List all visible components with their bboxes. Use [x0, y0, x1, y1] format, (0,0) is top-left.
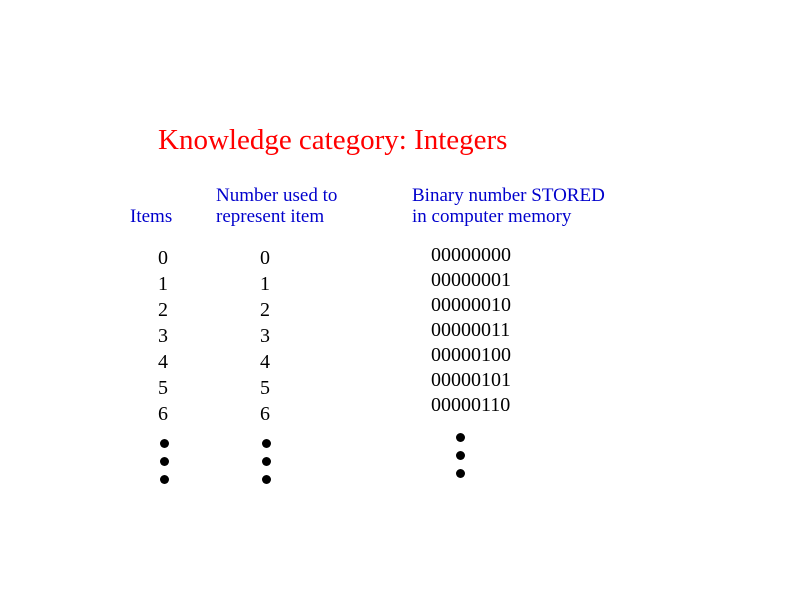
column-header-items: Items	[130, 206, 172, 227]
ellipsis-dot	[261, 457, 271, 466]
table-cell: 6	[158, 403, 168, 425]
table-cell: 3	[158, 325, 168, 347]
table-cell: 00000100	[431, 344, 511, 366]
vertical-ellipsis-icon-number-used	[256, 439, 276, 484]
table-cell: 1	[260, 273, 270, 295]
column-number-used-values: 0 1 2 3 4 5 6	[230, 245, 300, 427]
table-cell: 0	[260, 247, 270, 269]
column-header-number-used: Number used to represent item	[216, 185, 337, 227]
table-cell: 3	[260, 325, 270, 347]
column-binary-stored-values: 00000000 00000001 00000010 00000011 0000…	[431, 243, 531, 418]
column-items-values: 0 1 2 3 4 5 6	[130, 245, 196, 427]
ellipsis-dot	[159, 457, 169, 466]
table-cell: 4	[158, 351, 168, 373]
column-header-number-used-line-1: Number used to	[216, 185, 338, 206]
column-header-items-line-1: Items	[130, 206, 173, 227]
table-cell: 5	[260, 377, 270, 399]
page-title: Knowledge category: Integers	[158, 124, 508, 156]
ellipsis-dot	[455, 433, 465, 442]
ellipsis-dot	[455, 451, 465, 460]
ellipsis-dot	[261, 475, 271, 484]
table-cell: 6	[260, 403, 270, 425]
vertical-ellipsis-icon-binary-stored	[450, 433, 470, 478]
ellipsis-dot	[455, 469, 465, 478]
table-cell: 2	[158, 299, 168, 321]
column-header-number-used-line-2: represent item	[216, 206, 325, 227]
table-cell: 00000110	[431, 394, 511, 416]
column-header-binary-stored: Binary number STORED in computer memory	[412, 185, 605, 227]
table-cell: 5	[158, 377, 168, 399]
ellipsis-dot	[159, 439, 169, 448]
table-cell: 00000011	[431, 319, 511, 341]
table-cell: 00000001	[431, 269, 511, 291]
column-header-binary-stored-line-1: Binary number STORED	[412, 185, 605, 206]
table-cell: 0	[158, 247, 168, 269]
table-cell: 00000101	[431, 369, 511, 391]
table-cell: 00000000	[431, 244, 511, 266]
column-header-binary-stored-line-2: in computer memory	[412, 206, 572, 227]
ellipsis-dot	[159, 475, 169, 484]
table-cell: 4	[260, 351, 270, 373]
table-cell: 2	[260, 299, 270, 321]
table-cell: 00000010	[431, 294, 511, 316]
table-cell: 1	[158, 273, 168, 295]
ellipsis-dot	[261, 439, 271, 448]
vertical-ellipsis-icon-items	[154, 439, 174, 484]
